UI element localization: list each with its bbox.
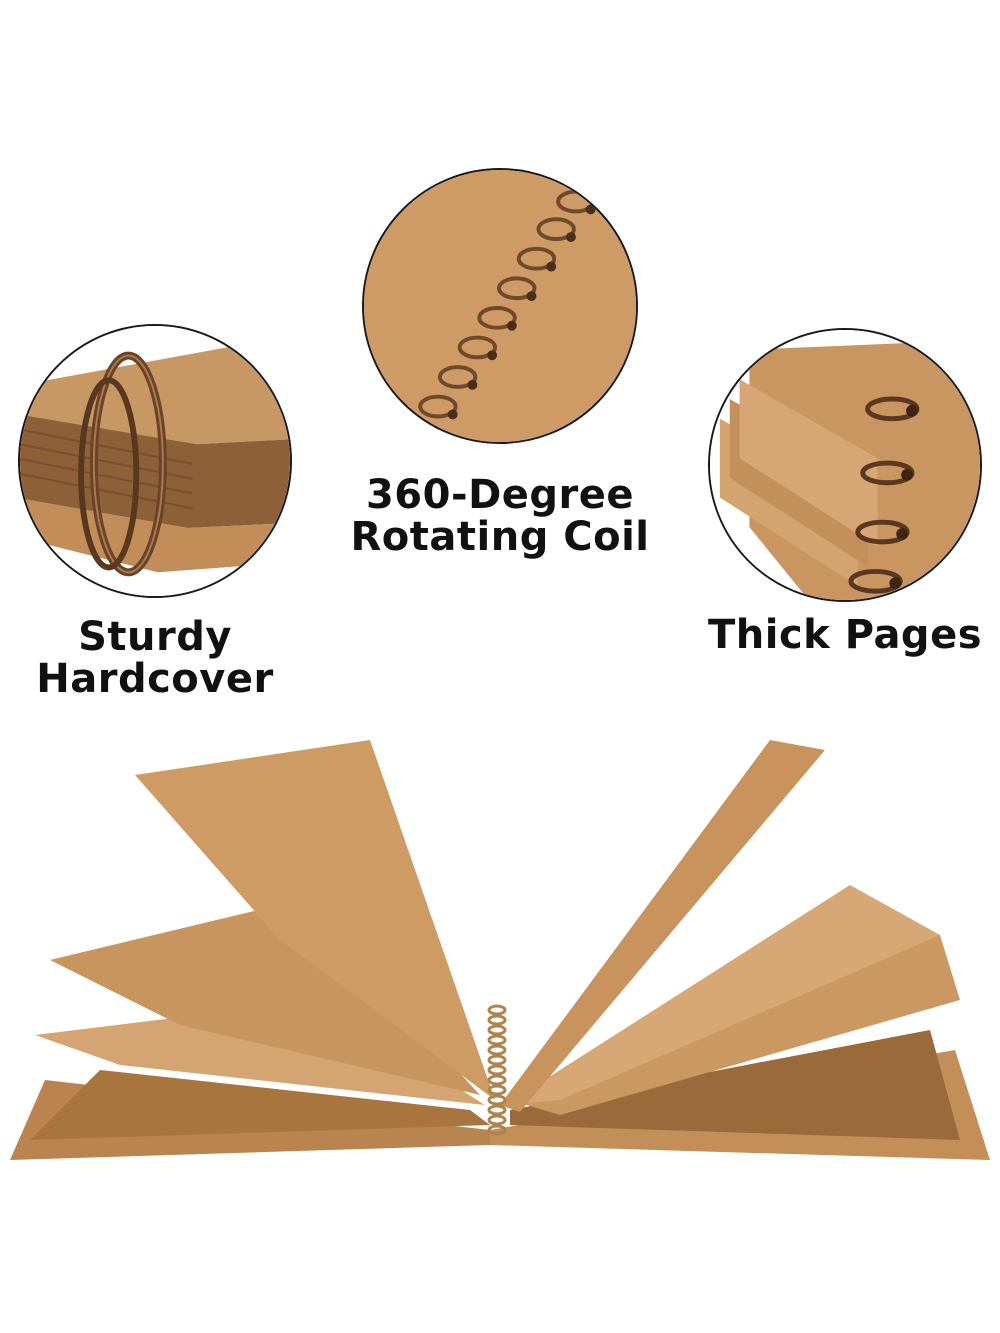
coil-caption-line-2: Rotating Coil (350, 514, 650, 560)
thick-pages-caption: Thick Pages (700, 614, 990, 656)
coil-caption: 360-Degree Rotating Coil (340, 474, 660, 558)
coil-closeup-image (362, 168, 638, 444)
hardcover-closeup-image (18, 324, 292, 598)
hardcover-caption: Sturdy Hardcover (10, 616, 300, 700)
hardcover-illustration (20, 326, 290, 596)
thick-pages-illustration (710, 330, 980, 600)
hardcover-caption-line-1: Sturdy (78, 614, 232, 660)
thick-pages-caption-line-1: Thick Pages (707, 612, 982, 658)
open-notebook-image (10, 740, 990, 1160)
hardcover-caption-line-2: Hardcover (36, 656, 274, 702)
thick-pages-closeup-image (708, 328, 982, 602)
coil-illustration (364, 170, 636, 442)
coil-caption-line-1: 360-Degree (365, 472, 635, 518)
